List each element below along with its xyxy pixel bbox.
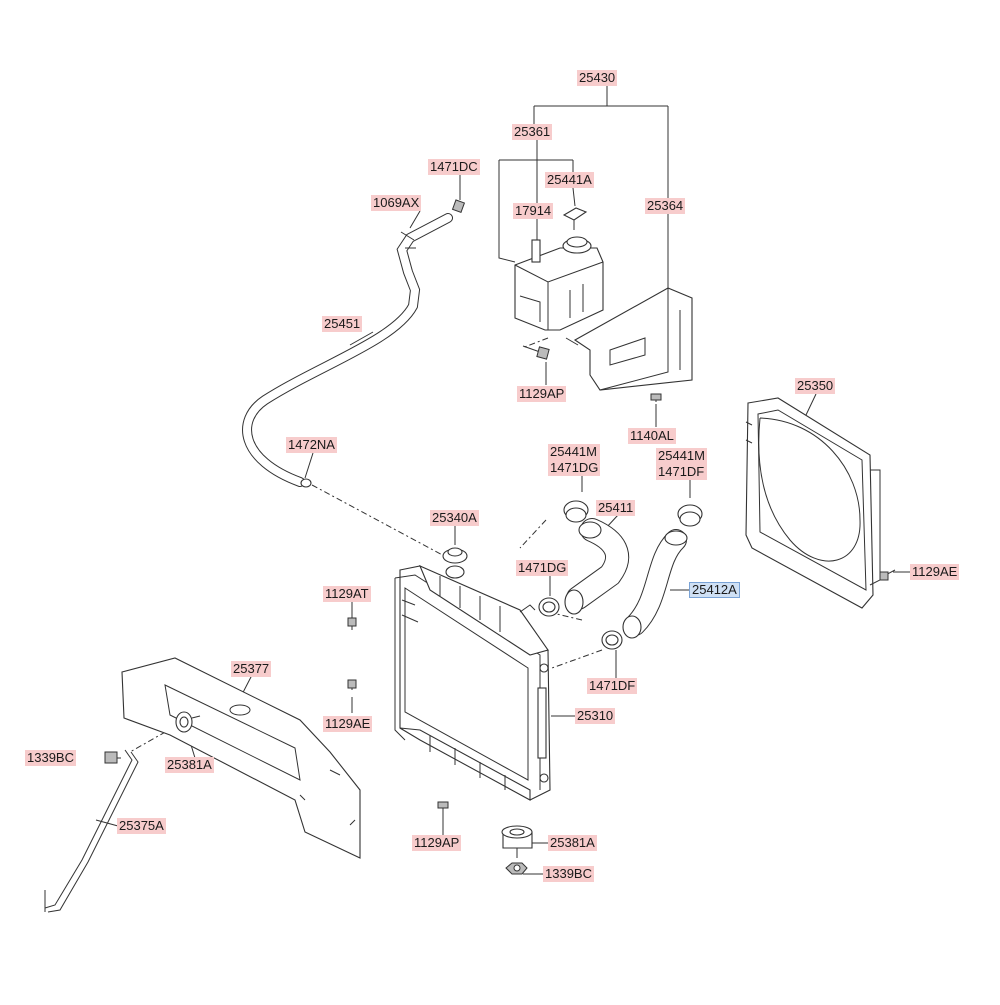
- fan-shroud: [745, 397, 881, 609]
- callout-25441M-b: 25441M: [658, 448, 705, 463]
- callout-1471DG-a: 1471DG: [550, 460, 599, 475]
- callout-25412A[interactable]: 25412A: [689, 582, 740, 598]
- callout-1129AP-bottom[interactable]: 1129AP: [412, 835, 462, 851]
- callout-25375A[interactable]: 25375A: [117, 818, 166, 834]
- nut-bottom: [505, 862, 528, 875]
- bolt-right: [879, 569, 896, 581]
- callout-1129AT[interactable]: 1129AT: [323, 586, 371, 602]
- callout-1339BC-bottom[interactable]: 1339BC: [543, 866, 594, 882]
- callout-25377[interactable]: 25377: [231, 661, 272, 677]
- callout-1129AE-left[interactable]: 1129AE: [323, 716, 373, 732]
- nut-left: [104, 751, 118, 764]
- callout-25350[interactable]: 25350: [795, 378, 836, 394]
- callout-1471DG-b[interactable]: 1471DG: [516, 560, 569, 576]
- callout-25430[interactable]: 25430: [577, 70, 618, 86]
- overflow-hose: [242, 213, 453, 488]
- callout-25411[interactable]: 25411: [596, 500, 636, 516]
- callout-25441M-a: 25441M: [550, 444, 597, 459]
- mount-bottom: [501, 825, 533, 858]
- callout-25340A[interactable]: 25340A: [430, 510, 479, 526]
- callout-25381A-left[interactable]: 25381A: [165, 757, 214, 773]
- radiator-cap: [442, 547, 468, 579]
- bolt-bottom: [437, 801, 449, 818]
- callout-1472NA[interactable]: 1472NA: [286, 437, 337, 453]
- stay-rod: [44, 749, 139, 913]
- callout-25364[interactable]: 25364: [645, 198, 686, 214]
- reservoir-bracket: [565, 287, 693, 391]
- callout-17914[interactable]: 17914: [513, 203, 554, 219]
- callout-1069AX[interactable]: 1069AX: [371, 195, 422, 211]
- upper-hose: [564, 518, 630, 615]
- callout-1129AE-right[interactable]: 1129AE: [910, 564, 960, 580]
- reservoir-tank: [514, 207, 604, 331]
- callout-1140AL[interactable]: 1140AL: [628, 428, 676, 444]
- callout-1471DF-a: 1471DF: [658, 464, 705, 479]
- bolts-left: [347, 614, 357, 690]
- hose-clamps: [538, 500, 703, 650]
- radiator-core: [394, 564, 551, 801]
- callout-1471DF-b[interactable]: 1471DF: [587, 678, 638, 694]
- lower-hose: [622, 529, 688, 639]
- callout-1339BC-left[interactable]: 1339BC: [25, 750, 76, 766]
- callout-25381A-bottom[interactable]: 25381A: [548, 835, 597, 851]
- bolts-top: [451, 199, 662, 402]
- side-shroud-panel: [121, 657, 361, 859]
- callout-1471DC[interactable]: 1471DC: [428, 159, 480, 175]
- callout-25451[interactable]: 25451: [322, 316, 363, 332]
- callout-25361[interactable]: 25361: [512, 124, 553, 140]
- callout-25310[interactable]: 25310: [575, 708, 616, 724]
- mount-left: [175, 711, 201, 733]
- callout-1129AP-top[interactable]: 1129AP: [517, 386, 567, 402]
- callout-25441A[interactable]: 25441A: [545, 172, 594, 188]
